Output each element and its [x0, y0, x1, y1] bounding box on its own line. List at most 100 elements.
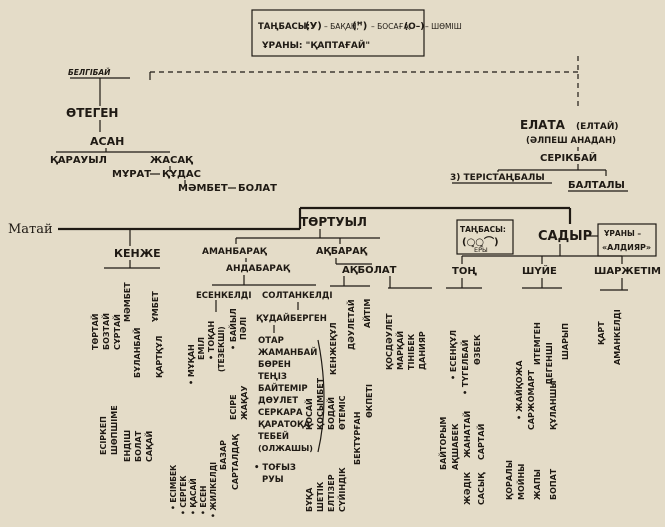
sym-y: (У): [305, 21, 322, 32]
baitorym: БАЙТОРЫМ: [437, 417, 448, 470]
degenshi: ДЕГЕНШІ: [545, 342, 554, 385]
child-3: ТЕҢІЗ: [258, 372, 287, 382]
soltankeldi: СОЛТАНКЕЛДІ: [262, 291, 333, 301]
tugelbai: • ТҮГЕЛБАЙ: [459, 340, 470, 395]
sym-p: (ꟸ): [352, 21, 367, 32]
amanbarak: АМАНБАРАҚ: [202, 247, 268, 257]
k-sakai: САҚАЙ: [143, 431, 154, 462]
bopat: БОПАТ: [549, 468, 558, 500]
k-bolat: БОЛАТ: [134, 430, 143, 462]
akbarak: АҚБАРАҚ: [316, 246, 368, 257]
ozbek: ӨЗБЕК: [473, 334, 482, 365]
elpesh: (ӘЛПЕШ АНАДАН): [526, 136, 616, 146]
tokan: • ТОҚАН: [207, 321, 216, 360]
aitim: АЙТІМ: [361, 299, 372, 328]
bazar: БАЗАР: [219, 440, 228, 470]
bekturgan: БЕКТҰРҒАН: [353, 412, 362, 465]
bodai: БОДАЙ: [325, 397, 336, 430]
tezekshi: (ТЕЗЕКШІ): [217, 326, 226, 372]
sadyr-eri: ЕРЫ: [474, 246, 488, 254]
legend-box: ТАҢБАСЫ: (У) – БАҚАН, (ꟸ) – БОСАҒА, (О–)…: [251, 9, 462, 57]
child-0: ОТАР: [258, 336, 284, 346]
children-brace: [317, 339, 325, 453]
asan: АСАН: [90, 135, 124, 148]
shuie-branch: • ЖАЙҚОЖА ИТЕМГЕН САРЖОМАРТ ДЕГЕНШІ ҚҰЛА…: [505, 278, 570, 500]
sartai: САРТАЙ: [475, 424, 486, 460]
suinikdik: СҮЙІНДІК: [336, 467, 347, 512]
k-bulanbay: БҰЛАНБАЙ: [131, 328, 142, 378]
karauyl: ҚАРАУЫЛ: [50, 155, 107, 166]
daniyar: ДАНИЯР: [418, 331, 427, 370]
amankeldi: АМАНКЕЛДІ: [613, 309, 622, 365]
legend-bakan: – БАҚАН,: [324, 22, 359, 31]
child-6: СЕРКАРА: [258, 408, 303, 418]
sadyr-uran-val: «АЛДИЯР»: [602, 243, 651, 252]
kenzhe-children-vertical: ТӨРТАЙ БОЗТАЙ СҰРТАЙ МӘМБЕТ ҰМБЕТ БҰЛАНБ…: [89, 282, 164, 462]
ton: ТОҢ: [452, 266, 477, 277]
kosdaulet: ҚОСДӘУЛЕТ: [385, 313, 394, 370]
kenzhe: КЕНЖЕ: [114, 247, 161, 260]
sharyp: ШАРЫП: [561, 323, 570, 360]
akbolat-branch: ҚОСДӘУЛЕТ МАРҚАЙ ТІНІБЕК ДАНИЯР: [385, 276, 432, 370]
serikbay: СЕРІКБАЙ: [540, 151, 597, 164]
buka: БҰҚА: [305, 487, 314, 512]
legend-uran: ҰРАНЫ: "ҚАПТАҒАЙ": [261, 39, 370, 51]
muqan: • МҰҚАН: [187, 344, 196, 385]
andabarak: АНДАБАРАҚ: [226, 264, 291, 274]
legend-frame: [251, 9, 425, 57]
shuie: ШҮЙЕ: [522, 264, 557, 277]
pili: ПӘЛІ: [239, 317, 248, 340]
zhylkeldi: • ЖИЛКЕЛДІ: [209, 462, 218, 518]
legend-shomish: – ШӨМІШ: [425, 22, 462, 31]
sadyr-tanba-box: [456, 219, 514, 255]
kart: ҚАРТ: [597, 321, 606, 345]
k-umbet: ҰМБЕТ: [151, 291, 160, 323]
koraly: ҚОРАЛЫ: [505, 460, 514, 500]
zhakau: ЖАҚАУ: [240, 385, 249, 420]
dauletai: ДӘУЛЕТАЙ: [345, 299, 356, 350]
sergek: • СЕРГЕК: [179, 475, 188, 515]
elata: ЕЛАТА: [520, 118, 566, 132]
teris: 3) ТЕРІСТАҢБАЛЫ: [450, 173, 545, 183]
murat: МҰРАТ: [112, 169, 151, 180]
itemgen: ИТЕМГЕН: [533, 322, 542, 365]
tortuyl: ТӨРТУЫЛ: [300, 215, 367, 229]
belgibay: БЕЛГІБАЙ: [68, 68, 111, 77]
sadyr-uran-box: [597, 223, 657, 257]
tinibek: ТІНІБЕК: [407, 333, 416, 370]
kosymbet: ҚОСЫМБЕТ: [316, 377, 325, 430]
child-4: БАЙТЕМІР: [258, 382, 308, 394]
sartaldak: САРТАЛДАҚ: [231, 433, 240, 490]
esenkeldi: ЕСЕНКЕЛДІ: [196, 291, 252, 301]
kosai: ҚОСАЙ: [303, 398, 314, 430]
legend-bosaga: – БОСАҒА,: [371, 22, 411, 31]
moiny: МОЙНЫ: [515, 464, 526, 500]
esen: • ЕСЕН: [199, 486, 208, 515]
otemis: ӨТЕМІС: [338, 395, 347, 430]
kasai: • ҚАСАЙ: [189, 478, 198, 515]
sadyr-tanba-label: ТАҢБАСЫ:: [460, 225, 506, 234]
eltai: (ЕЛТАЙ): [576, 120, 619, 132]
zhanatai: ЖАНАТАЙ: [461, 411, 472, 458]
togyz: • ТОҒЫЗ: [254, 463, 296, 473]
markay: МАРҚАЙ: [394, 331, 405, 370]
k-surtai: СҰРТАЙ: [111, 314, 122, 350]
k-kartkul: ҚАРТҚҰЛ: [155, 336, 164, 378]
child-9: (ОЛЖАШЫ): [258, 444, 313, 453]
shetik: ШЕТІК: [316, 481, 325, 512]
sharzhetim: ШАРЖЕТІМ: [594, 266, 661, 277]
sadyr-tanba-sym: (○̥○̥⌒): [462, 235, 499, 248]
sym-o: (О–): [404, 22, 424, 32]
kulanshy: ҚҰЛАНШЫ: [549, 380, 558, 430]
child-1: ЖАМАНБАЙ: [258, 346, 317, 358]
sasyk: САСЫҚ: [477, 472, 486, 505]
k-esirkep: ЕСІРКЕП: [99, 416, 108, 455]
sharzhetim-branch: ҚАРТ АМАНКЕЛДІ: [597, 278, 628, 365]
zhasak: ЖАСАҚ: [150, 155, 194, 166]
sarzhomart: САРЖОМАРТ: [527, 369, 536, 430]
k-tortai: ТӨРТАЙ: [89, 314, 100, 350]
k-shopshime: ШӨПШІМЕ: [110, 405, 119, 455]
kudas: ҚҰДАС: [162, 169, 201, 180]
